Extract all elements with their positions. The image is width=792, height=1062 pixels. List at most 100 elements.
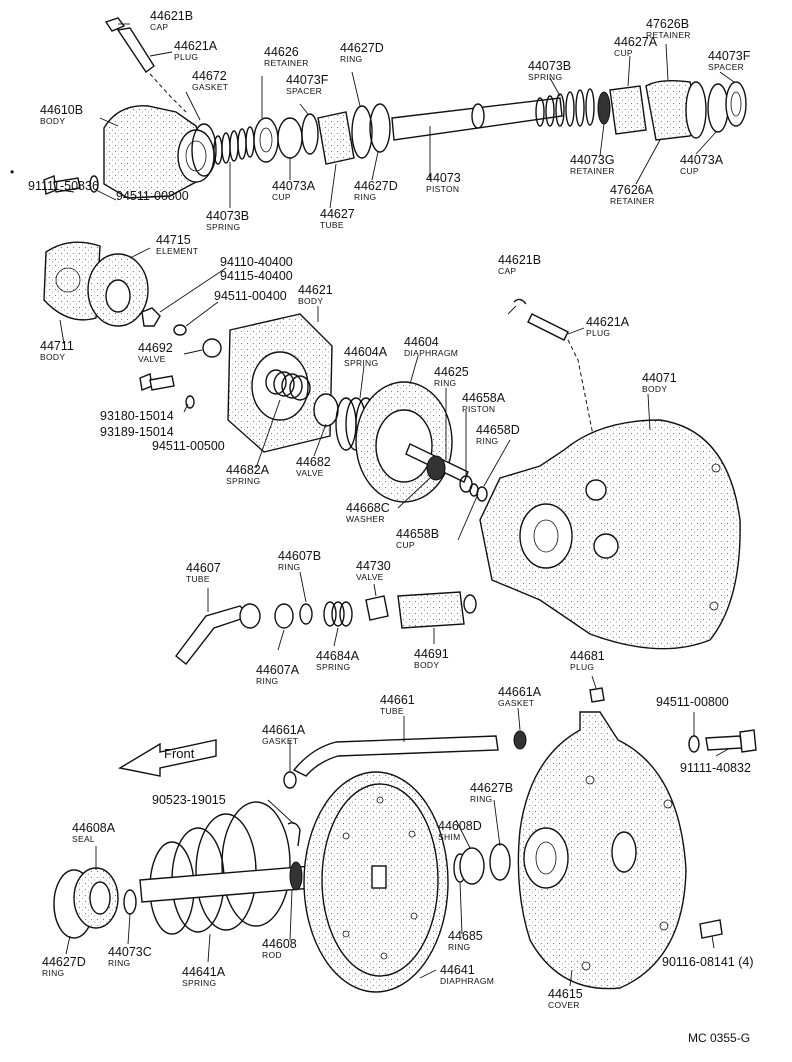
part-number: 44658A <box>462 391 506 405</box>
part-number: 94511-00400 <box>214 289 287 303</box>
part-number: 93189-15014 <box>100 425 174 439</box>
part-number: 90523-19015 <box>152 793 226 807</box>
part-number: 44073F <box>286 73 329 87</box>
leader-lines <box>59 23 735 987</box>
part-number: 44661A <box>498 685 542 699</box>
spring-44684A-shape <box>323 601 353 627</box>
label-94511-00500: 94511-00500 <box>152 439 225 453</box>
retainer-44073G-shape <box>597 91 611 125</box>
part-number: 44621A <box>174 39 218 53</box>
part-number: 44615 <box>548 987 583 1001</box>
label-93180-15014: 93180-15014 <box>100 409 174 423</box>
part-name: RETAINER <box>646 30 691 40</box>
part-name: CAP <box>498 266 516 276</box>
part-name: CUP <box>396 540 415 550</box>
plug-44621A-mid-shape <box>527 313 569 341</box>
part-number: 44625 <box>434 365 469 379</box>
valve-44692-shape <box>202 338 222 358</box>
part-number: 44627B <box>470 781 513 795</box>
part-number: 44627A <box>614 35 658 49</box>
part-number: 44682A <box>226 463 270 477</box>
part-labels: 44621BCAP44621APLUG44610BBODY44672GASKET… <box>28 9 754 1010</box>
part-name: RETAINER <box>570 166 615 176</box>
label-94511-00400: 94511-00400 <box>214 289 287 303</box>
part-number: 94115-40400 <box>220 269 293 283</box>
part-number: 44604A <box>344 345 388 359</box>
part-name: SPRING <box>206 222 240 232</box>
stud-90116-08141-shape <box>699 919 723 939</box>
part-number: 94511-00500 <box>152 439 225 453</box>
washer-94511-00500-shape <box>185 395 195 409</box>
part-name: PLUG <box>586 328 610 338</box>
part-name: SHIM <box>438 832 460 842</box>
part-name: RING <box>108 958 130 968</box>
part-name: SPRING <box>226 476 260 486</box>
label-94110-40400: 94110-40400 <box>220 255 293 269</box>
nut-94110-40400-shape <box>141 307 161 327</box>
part-number: 94511-00800 <box>116 189 189 203</box>
tube-44607-shape <box>175 605 252 665</box>
gasket-44672-shape <box>191 123 217 177</box>
drawing-reference-code: MC 0355-G <box>688 1031 750 1045</box>
washer-94511-00400-shape <box>173 324 187 336</box>
part-number: 44627D <box>340 41 384 55</box>
part-name: BODY <box>40 116 65 126</box>
part-number: 44073G <box>570 153 614 167</box>
spring-44073B-left-shape <box>213 126 255 165</box>
part-number: 44627D <box>354 179 398 193</box>
part-number: 44073B <box>528 59 571 73</box>
part-number: 44073F <box>708 49 751 63</box>
part-number: 47626B <box>646 17 689 31</box>
part-number: 91111-40832 <box>680 761 751 775</box>
part-name: BODY <box>298 296 323 306</box>
part-number: 44668C <box>346 501 390 515</box>
part-number: 44607A <box>256 663 300 677</box>
cup-44073A-mid-shape <box>277 117 303 159</box>
body-44691-shape <box>397 591 465 629</box>
valve-44682-shape <box>313 393 339 427</box>
part-name: PISTON <box>462 404 495 414</box>
part-number: 44073C <box>108 945 152 959</box>
part-name: SPRING <box>344 358 378 368</box>
ring-44627B-shape <box>489 843 511 881</box>
part-name: RING <box>476 436 498 446</box>
piston-assembly <box>43 17 747 199</box>
cover-assembly <box>53 687 757 993</box>
part-number: 44658D <box>476 423 520 437</box>
bolt-91111-40832-shape <box>705 735 743 751</box>
part-name: SPRING <box>182 978 216 988</box>
washer-94511-00800-bot-shape <box>688 735 700 753</box>
part-name: RING <box>448 942 470 952</box>
cup-44658B-shape <box>469 483 479 497</box>
tube-44661-shape <box>292 735 499 777</box>
part-name: RING <box>256 676 278 686</box>
label-91111-50836: 91111-50836 <box>28 179 99 193</box>
part-name: SPACER <box>286 86 322 96</box>
part-number: 44073B <box>206 209 249 223</box>
stray-mark: • <box>10 165 14 179</box>
